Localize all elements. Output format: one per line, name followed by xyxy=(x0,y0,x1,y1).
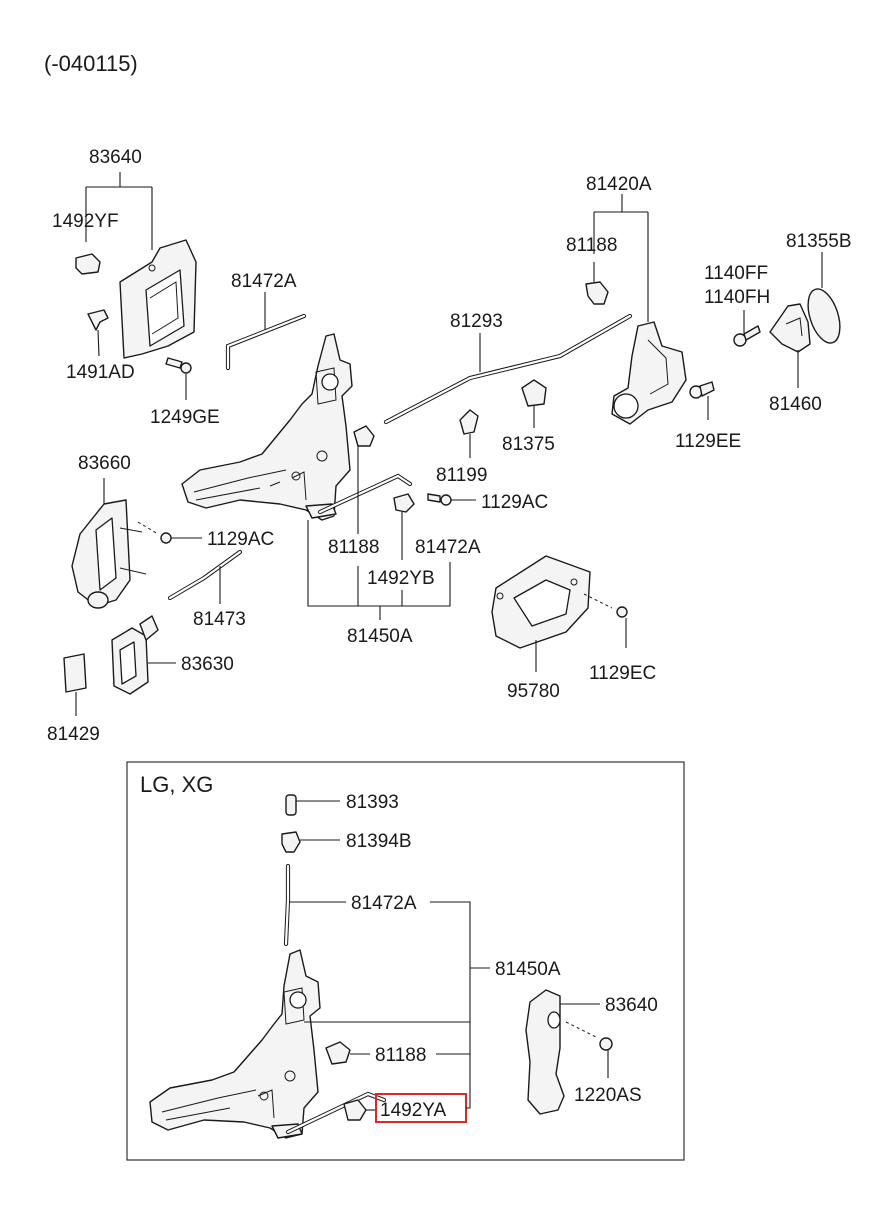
label-1220AS: 1220AS xyxy=(574,1085,642,1106)
part-81188-clip-inset xyxy=(325,1041,370,1065)
part-81393-pin xyxy=(285,794,340,816)
label-1129EC: 1129EC xyxy=(589,663,656,684)
part-81420A-lever xyxy=(611,321,687,425)
part-81394B-grommet xyxy=(281,831,340,853)
label-81188-mid: 81188 xyxy=(328,537,379,558)
label-81393: 81393 xyxy=(346,792,399,813)
part-1129EC-bolt xyxy=(583,593,628,648)
range-label: (-040115) xyxy=(44,51,138,76)
part-83630-switch xyxy=(111,615,176,695)
leader-81420A xyxy=(593,194,649,322)
label-1492YF: 1492YF xyxy=(52,211,119,232)
part-81375-grommet xyxy=(521,379,547,428)
part-81188-clip-top xyxy=(585,262,609,305)
label-1492YB: 1492YB xyxy=(367,568,435,589)
label-81199: 81199 xyxy=(436,465,487,486)
leader-81450A-mid xyxy=(307,446,451,620)
leader-81450A-inset xyxy=(304,901,490,1109)
part-83660-handle xyxy=(71,478,147,609)
label-81472A-mid: 81472A xyxy=(415,537,481,558)
part-1492YF-clip xyxy=(75,253,101,275)
label-1129EE: 1129EE xyxy=(675,431,741,452)
part-1491AD-clip xyxy=(87,309,109,357)
part-1129EE-bolt xyxy=(689,381,715,420)
label-81450A-inset: 81450A xyxy=(495,959,561,980)
part-81429-pad xyxy=(63,653,87,716)
label-81375: 81375 xyxy=(502,434,555,455)
label-1249GE: 1249GE xyxy=(150,407,220,428)
label-1129AC-left: 1129AC xyxy=(207,529,274,550)
label-81355B: 81355B xyxy=(786,231,852,252)
part-83640-handle-inset xyxy=(525,989,600,1115)
label-1129AC-mid: 1129AC xyxy=(481,492,548,513)
label-81420A: 81420A xyxy=(586,174,652,195)
label-81188-inset: 81188 xyxy=(375,1045,426,1066)
label-1492YA: 1492YA xyxy=(380,1100,447,1121)
part-81472A-rod-inset xyxy=(283,863,346,947)
part-95780-bracket xyxy=(491,555,591,672)
part-81472A-rod-top xyxy=(225,292,307,371)
leader-83640-top xyxy=(85,172,153,250)
part-81188-clip-mid xyxy=(353,425,375,447)
label-81188-top: 81188 xyxy=(566,235,617,256)
label-81450A-mid: 81450A xyxy=(347,626,413,647)
label-83630: 83630 xyxy=(181,654,234,675)
label-81293: 81293 xyxy=(450,311,503,332)
part-81450A-latch-inset xyxy=(149,949,387,1139)
label-81473: 81473 xyxy=(193,609,246,630)
part-81450A-latch-assembly xyxy=(181,333,413,521)
label-95780: 95780 xyxy=(507,681,560,702)
label-1140FF: 1140FF xyxy=(704,263,768,284)
label-81429: 81429 xyxy=(47,724,100,745)
label-1491AD: 1491AD xyxy=(66,362,135,383)
part-1492YB-clip xyxy=(393,493,415,513)
part-81460-striker xyxy=(769,303,811,388)
label-81460: 81460 xyxy=(769,394,822,415)
label-81472A-inset: 81472A xyxy=(351,893,417,914)
part-81199-clip xyxy=(459,409,479,458)
part-1220AS-screw xyxy=(565,1021,613,1078)
label-83660: 83660 xyxy=(78,453,131,474)
label-81394B: 81394B xyxy=(346,831,412,852)
part-1129AC-bolt-mid xyxy=(427,493,476,506)
part-1129AC-bolt-left xyxy=(137,521,202,544)
inset-title: LG, XG xyxy=(140,772,213,797)
part-81355B-pad xyxy=(807,252,841,344)
part-81473-rod xyxy=(167,549,243,604)
part-83640-bracket xyxy=(119,239,197,359)
label-83640-top: 83640 xyxy=(89,147,142,168)
part-1492YA-clip-inset xyxy=(343,1099,376,1121)
label-83640-inset: 83640 xyxy=(605,995,658,1016)
label-81472A-top: 81472A xyxy=(231,271,297,292)
part-1249GE-screw xyxy=(165,357,192,400)
label-1140FH: 1140FH xyxy=(704,287,770,308)
part-81293-rod xyxy=(383,313,633,425)
part-1140FF-bolt xyxy=(733,310,761,347)
inset-frame xyxy=(126,761,685,1161)
